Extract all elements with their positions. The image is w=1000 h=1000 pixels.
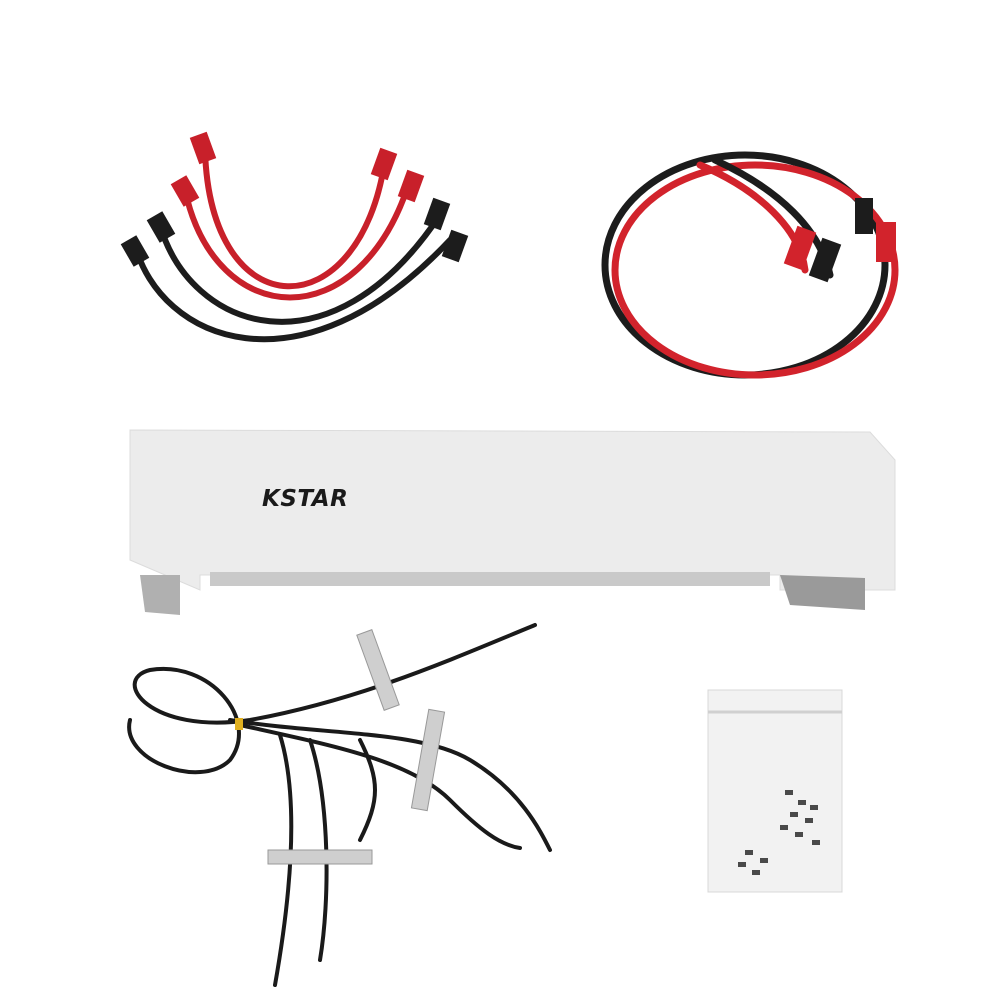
brand-logo-text: KSTAR xyxy=(262,486,349,512)
short-cables xyxy=(120,131,469,343)
top-cover xyxy=(129,429,896,615)
screw-bag xyxy=(707,689,843,893)
long-cables xyxy=(601,151,899,379)
communication-cables xyxy=(127,623,552,987)
